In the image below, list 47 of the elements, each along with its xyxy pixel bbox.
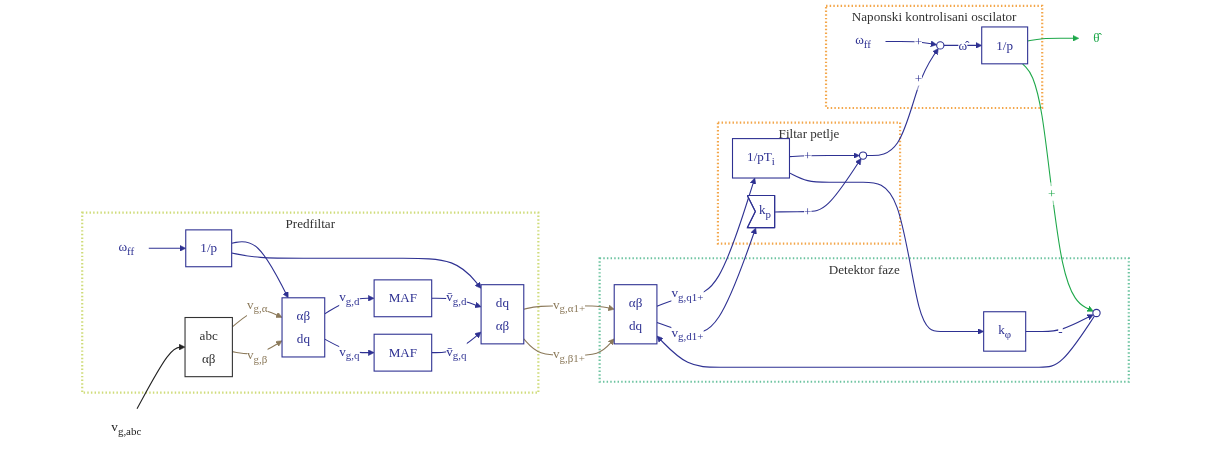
node-text: v$_{g,abc}$ — [111, 419, 142, 437]
edge-label: v$_{g,β1+}$ — [553, 346, 585, 365]
arrow — [656, 227, 757, 334]
edge-label: v̄$_{g,d}$ — [446, 289, 467, 307]
node-box: MAF — [373, 333, 433, 372]
edge-label: ω̂ — [958, 37, 968, 53]
node-box: dq αβ — [480, 284, 525, 345]
arrow — [1025, 314, 1094, 332]
arrow — [136, 343, 186, 410]
edge-label: + — [914, 70, 923, 86]
node-text: θ̂ — [1093, 30, 1100, 46]
node-box: MAF — [373, 279, 433, 318]
node-box: 1/pT$_{i}$ — [731, 138, 791, 179]
edge-label: v$_{g,q}$ — [339, 343, 360, 362]
arrow — [866, 48, 939, 157]
edge-label: v̄$_{g,q}$ — [446, 343, 467, 362]
edge-label: v$_{g,α1+}$ — [552, 296, 586, 315]
arrow — [231, 252, 482, 289]
arrow — [231, 241, 289, 299]
node-box: abc αβ — [184, 316, 233, 378]
arrow — [774, 158, 862, 213]
edge-label: + — [1048, 186, 1056, 201]
arrow — [1022, 63, 1094, 312]
edge-label: v$_{g,β}$ — [247, 347, 268, 365]
edge-label: v$_{g,d}$ — [339, 289, 360, 307]
node-circle — [858, 151, 868, 160]
node-circle — [1092, 308, 1101, 318]
arrow — [1027, 35, 1080, 42]
node-circle — [936, 41, 945, 50]
edge-label: + — [804, 148, 812, 163]
node-box: k$_{φ}$ — [983, 311, 1027, 352]
node-box: 1/p — [981, 26, 1029, 65]
node-box: αβ dq — [613, 284, 658, 345]
edge-label: v$_{g,q1+}$ — [671, 285, 704, 303]
edge-label: + — [804, 204, 812, 219]
node-text: ω$_{ff}$ — [118, 239, 135, 257]
edge-label: + — [914, 34, 923, 49]
edge-label: v$_{g,d1+}$ — [671, 325, 704, 343]
arrow — [943, 42, 982, 49]
node-text: ω$_{ff}$ — [855, 32, 871, 50]
arrow — [656, 177, 757, 307]
node-box: αβ dq — [281, 297, 326, 358]
arrow — [884, 40, 937, 47]
arrow — [656, 315, 1096, 368]
node-box: 1/p — [185, 229, 233, 268]
edge-label: - — [1058, 323, 1063, 339]
edge-label: v$_{g,α}$ — [246, 296, 268, 315]
